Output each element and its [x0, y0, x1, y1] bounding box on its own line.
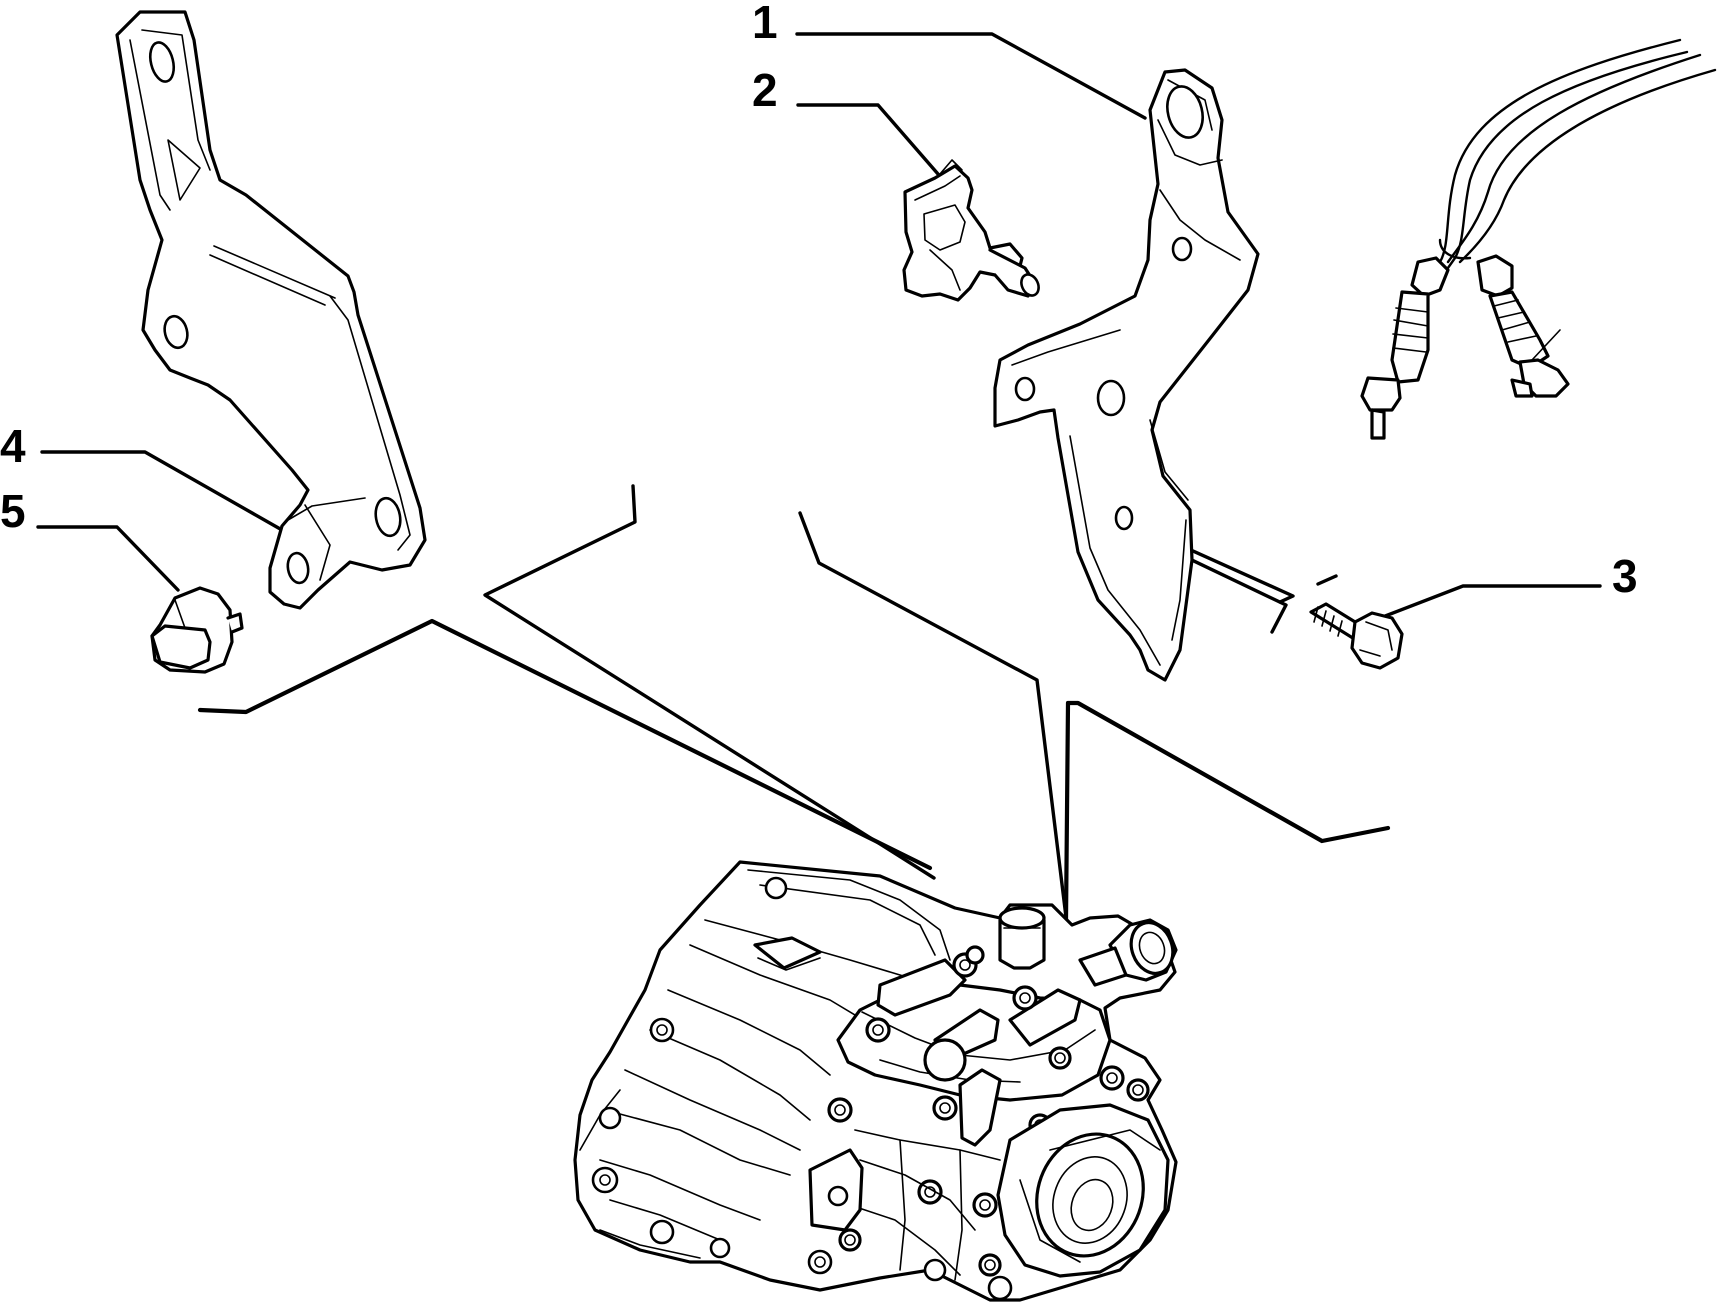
- hole: [1166, 85, 1204, 139]
- flange-bolt-part-3: [1309, 602, 1404, 670]
- callout-label-3: 3: [1612, 550, 1638, 602]
- leader-line-3: [1378, 584, 1602, 620]
- guide-line-bracket-1: [798, 511, 1068, 919]
- guide-line-bolt-3: [1316, 574, 1338, 586]
- gearbox-assembly: [573, 860, 1178, 1302]
- bracket-part-4: [115, 10, 427, 610]
- guide-line-cables: [1063, 700, 1391, 923]
- hole: [1014, 376, 1036, 402]
- cable-clip-part-2: [902, 159, 1040, 302]
- callout-label-5: 5: [0, 485, 26, 537]
- guide-line-clip: [483, 484, 936, 880]
- callout-label-2: 2: [752, 64, 778, 116]
- hole: [148, 41, 176, 83]
- hole: [1096, 379, 1126, 417]
- leader-line-4: [40, 450, 284, 532]
- gear-cables: [1360, 38, 1717, 440]
- callout-label-4: 4: [0, 420, 26, 472]
- leader-line-2: [796, 103, 940, 176]
- hole: [286, 551, 310, 585]
- hole: [374, 496, 402, 538]
- hole: [163, 314, 189, 350]
- guide-line-bracket-4: [197, 618, 933, 871]
- hole: [1171, 236, 1193, 262]
- leader-line-1: [795, 32, 1147, 120]
- leader-line-5: [36, 525, 180, 592]
- bracket-part-1: [993, 68, 1260, 682]
- rubber-cap-part-5: [150, 586, 244, 674]
- hole: [1114, 505, 1134, 531]
- callout-label-1: 1: [752, 0, 778, 48]
- leader-lines: [36, 32, 1602, 620]
